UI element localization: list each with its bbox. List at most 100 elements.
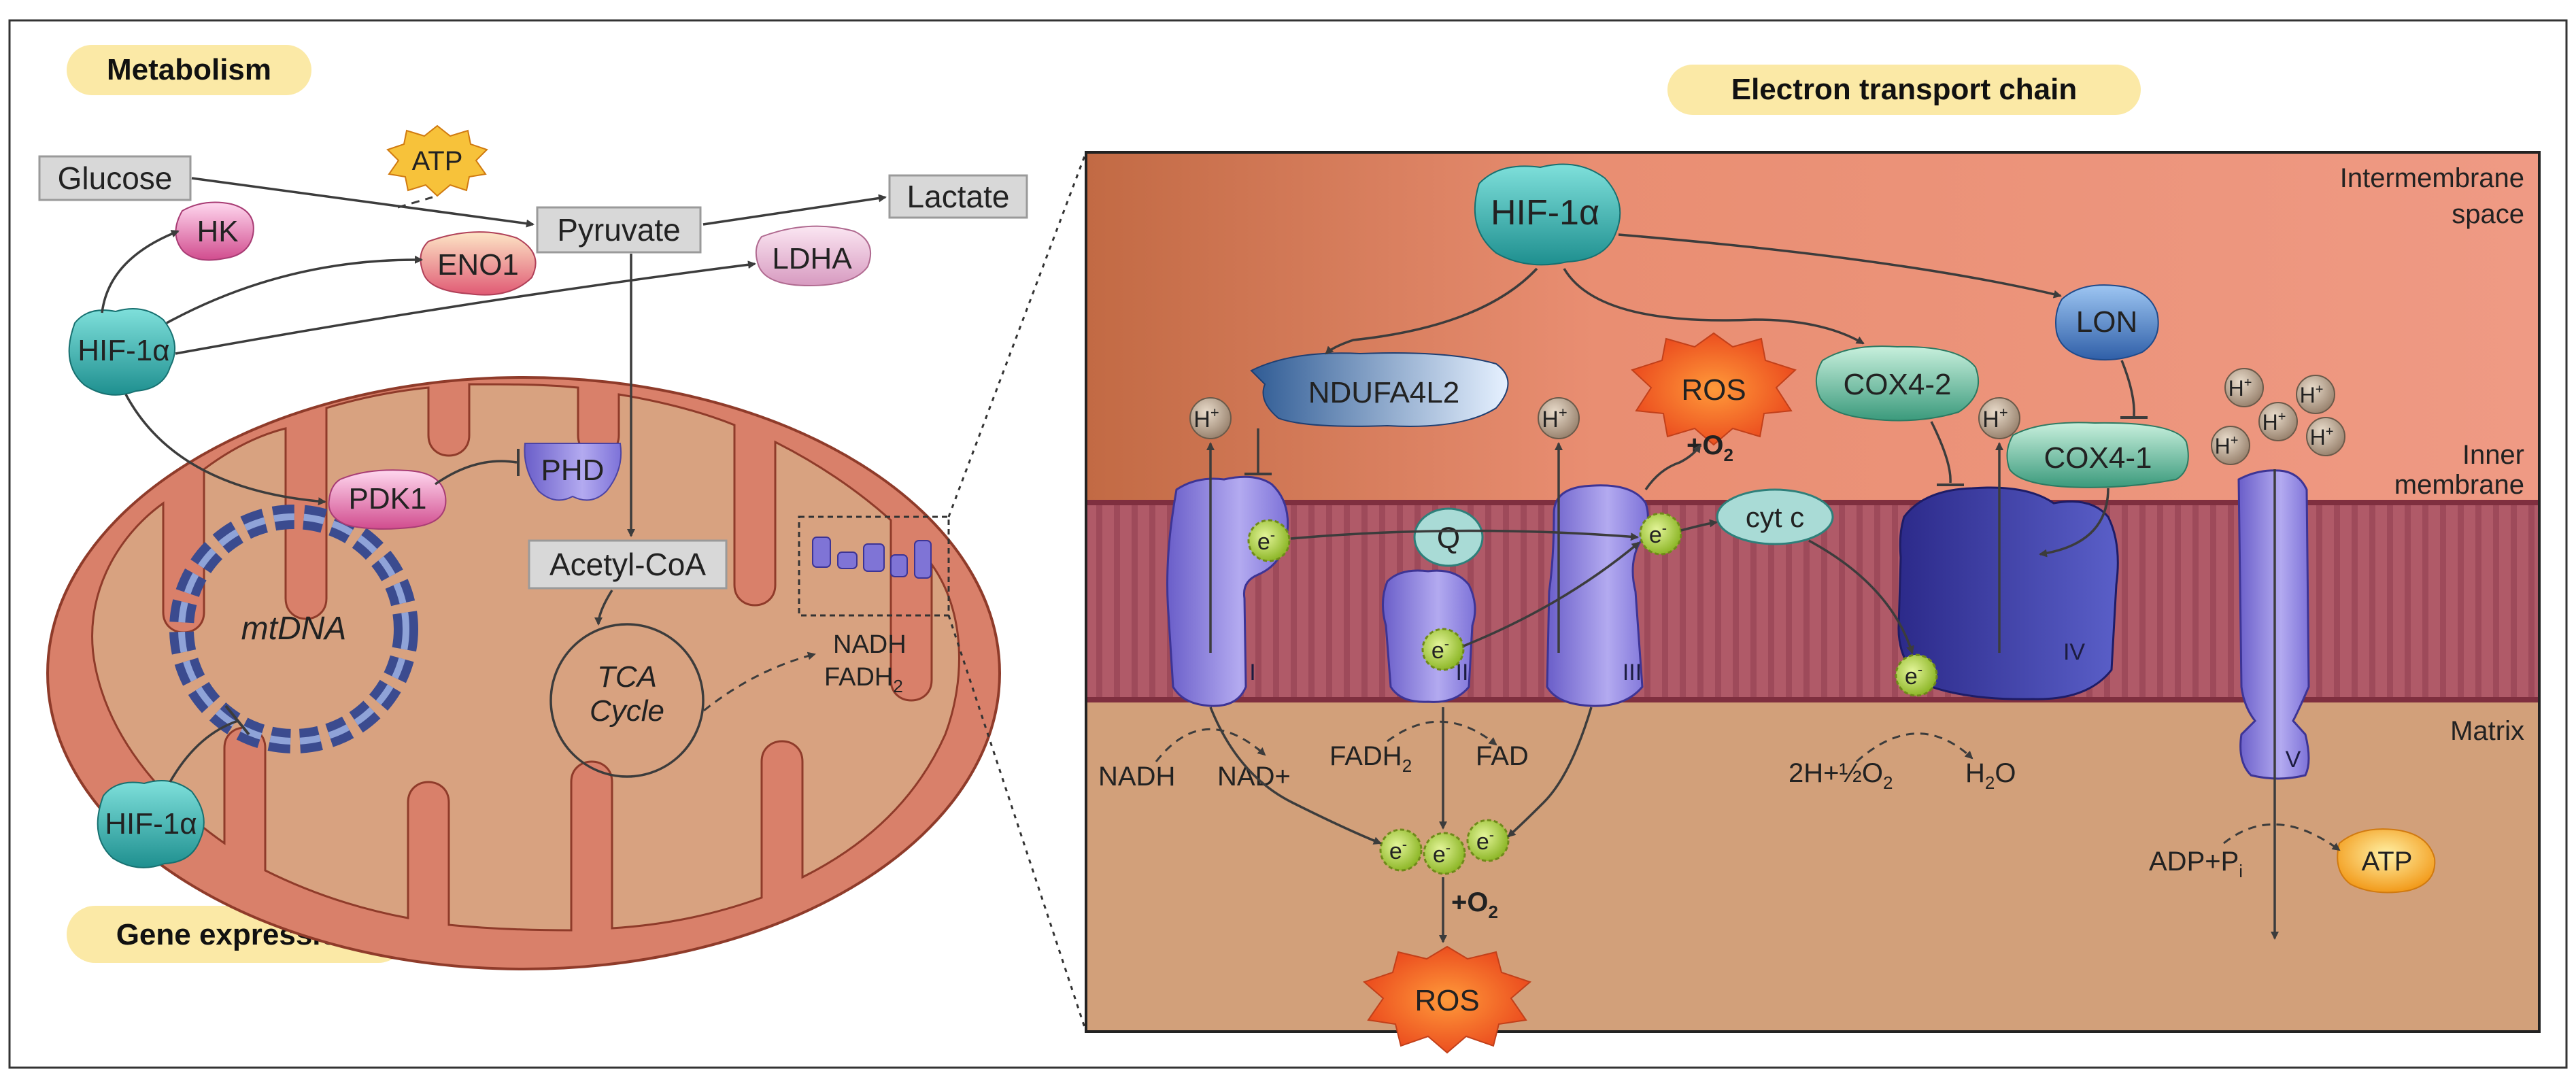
atp-star-left bbox=[386, 124, 488, 197]
water-product-label: H2O bbox=[1965, 758, 2016, 793]
cox4-1-to-complex4-arrow bbox=[2039, 488, 2109, 558]
cyt-c-label: cyt c bbox=[1746, 501, 1804, 533]
pyruvate-box bbox=[536, 206, 702, 254]
oxygen-reduction bbox=[1856, 732, 1973, 763]
svg-text:H+: H+ bbox=[1542, 404, 1567, 432]
hk-label: HK bbox=[197, 215, 238, 248]
tca-to-nadh-arrow bbox=[703, 651, 816, 712]
hif-label-bottom: HIF-1α bbox=[105, 807, 197, 841]
intermembrane-space-fill bbox=[1086, 152, 2539, 503]
hif-protein-right bbox=[1474, 163, 1621, 266]
nadh-label: NADH bbox=[1098, 762, 1175, 792]
cox4-1-label: COX4-1 bbox=[2044, 441, 2152, 475]
hif-protein-bottom bbox=[97, 780, 205, 868]
electron-2-to-3 bbox=[1463, 541, 1640, 647]
electron-leak-3 bbox=[1507, 707, 1593, 838]
glucose-box bbox=[38, 155, 192, 201]
lactate-box bbox=[888, 174, 1028, 219]
electron-leak-1 bbox=[1209, 707, 1382, 845]
svg-text:e-: e- bbox=[1389, 836, 1407, 864]
svg-text:H+: H+ bbox=[1982, 404, 2007, 432]
svg-text:H+: H+ bbox=[2215, 433, 2239, 458]
matrix-label: Matrix bbox=[2450, 716, 2524, 746]
ims-label-2: space bbox=[2452, 199, 2524, 229]
svg-text:e-: e- bbox=[1476, 826, 1494, 855]
svg-text:e-: e- bbox=[1431, 635, 1449, 664]
ros-label-top: ROS bbox=[1681, 373, 1746, 407]
electron-complex-3: e- bbox=[1639, 512, 1682, 556]
metabolism-pill bbox=[67, 45, 311, 95]
svg-text:H+: H+ bbox=[2300, 382, 2324, 407]
inner-membrane-label-1: Inner bbox=[2462, 440, 2524, 470]
right-panel: Electron transport chain Intermembrane s… bbox=[1085, 65, 2541, 1054]
tca-label-2: Cycle bbox=[590, 694, 664, 728]
svg-text:e-: e- bbox=[1257, 526, 1275, 555]
hif-label-top: HIF-1α bbox=[78, 334, 169, 367]
o2-label-bottom: +O2 bbox=[1451, 887, 1498, 922]
atp-label-right: ATP bbox=[2362, 847, 2413, 877]
left-panel: Metabolism Gene expression mtDNA Glucose… bbox=[38, 45, 1087, 1032]
complex-3 bbox=[1546, 484, 1649, 707]
hif-to-ndufa4l2-arrow bbox=[1325, 267, 1538, 355]
zoom-line-top bbox=[947, 152, 1087, 517]
cyt-c bbox=[1716, 488, 1834, 545]
proton-group-4: H+ bbox=[1978, 397, 2020, 439]
zoom-line-bottom bbox=[947, 615, 1087, 1032]
pyruvate-to-lactate-arrow bbox=[702, 194, 887, 226]
complex-2-label: II bbox=[1456, 660, 1469, 685]
mtdna-label: mtDNA bbox=[241, 611, 347, 647]
tca-cycle-ring bbox=[549, 623, 705, 778]
cox4-2-protein bbox=[1815, 345, 1980, 422]
electron-complex-4: e- bbox=[1895, 654, 1938, 697]
mtdna-inhibit-bar bbox=[224, 705, 250, 736]
svg-text:e-: e- bbox=[1905, 661, 1922, 690]
svg-text:e-: e- bbox=[1433, 839, 1451, 868]
ros-leak-top bbox=[1644, 444, 1701, 490]
glucose-label: Glucose bbox=[58, 160, 173, 196]
ldha-protein bbox=[755, 225, 871, 287]
cytc-to-complex4 bbox=[1808, 539, 1914, 654]
fadh2-label-left: FADH2 bbox=[824, 663, 903, 696]
lon-label: LON bbox=[2076, 305, 2137, 339]
complex-3-label: III bbox=[1623, 660, 1642, 685]
acetyl-coa-box bbox=[528, 539, 728, 590]
tca-label-1: TCA bbox=[597, 660, 657, 694]
glucose-to-pyruvate-arrow bbox=[191, 177, 535, 228]
hif-to-eno1-arrow bbox=[166, 255, 423, 324]
proton-cluster-5: H+ H+ H+ H+ H+ bbox=[2211, 368, 2345, 465]
hif-label-right: HIF-1α bbox=[1491, 193, 1599, 233]
lon-inhibits-cox4-1 bbox=[2120, 360, 2135, 417]
atp-label-left: ATP bbox=[412, 146, 463, 176]
right-panel-border bbox=[1085, 151, 2541, 1033]
atp-blob-right bbox=[2337, 828, 2436, 894]
hif-to-hk-arrow bbox=[101, 230, 180, 313]
svg-text:H+: H+ bbox=[2228, 375, 2252, 401]
figure-border bbox=[8, 19, 2568, 1069]
eno1-label: ENO1 bbox=[437, 248, 519, 282]
ros-label-bottom: ROS bbox=[1414, 984, 1479, 1017]
nadh-label-left: NADH bbox=[833, 630, 906, 659]
q-ubiquinone bbox=[1413, 507, 1484, 567]
svg-text:e-: e- bbox=[1649, 520, 1667, 548]
phd-label: PHD bbox=[541, 454, 605, 487]
atp-synthesis bbox=[2223, 823, 2341, 851]
pdk1-label: PDK1 bbox=[349, 482, 427, 515]
matrix-region bbox=[1086, 702, 2539, 1032]
eno1-protein bbox=[420, 231, 537, 296]
electron-cluster-matrix: e- e- e- bbox=[1379, 819, 1510, 875]
electron-3-to-cytc bbox=[1680, 519, 1718, 532]
electron-1-to-3 bbox=[1290, 529, 1639, 541]
complex-5-label: V bbox=[2286, 747, 2301, 773]
ndufa4l2-protein bbox=[1250, 352, 1509, 427]
metabolism-title: Metabolism bbox=[107, 53, 271, 86]
fadh2-label: FADH2 bbox=[1329, 741, 1412, 776]
svg-text:H+: H+ bbox=[1193, 404, 1219, 432]
complex-1-label: I bbox=[1249, 660, 1255, 685]
pdk1-inhibits-phd bbox=[434, 460, 518, 486]
mtdna-ring-highlight bbox=[178, 513, 409, 745]
electron-complex-1: e- bbox=[1247, 519, 1291, 562]
hif-to-ldha-arrow bbox=[175, 260, 756, 355]
etc-title-pill bbox=[1667, 65, 2141, 115]
nadh-oxidation bbox=[1155, 728, 1266, 762]
